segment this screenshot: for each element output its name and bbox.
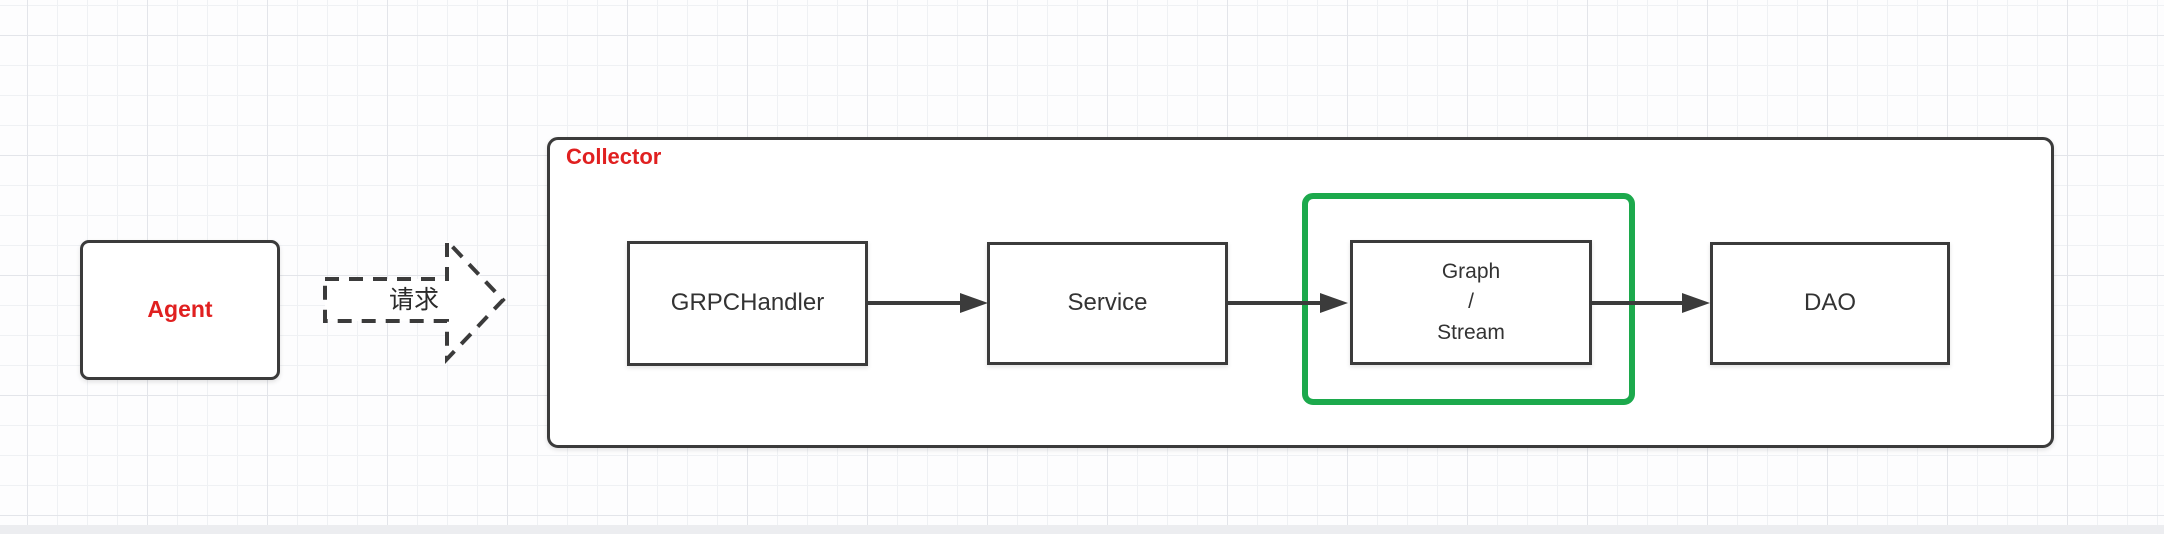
canvas-bottom-gutter	[0, 525, 2164, 534]
edge-request-block-arrow[interactable]	[323, 235, 506, 365]
node-service[interactable]: Service	[987, 242, 1228, 365]
node-agent-label: Agent	[147, 296, 213, 323]
edge-request-label: 请求	[388, 286, 439, 314]
edge-grpc-to-service[interactable]	[868, 293, 988, 313]
node-graph-stream-label: Graph / Stream	[1437, 259, 1505, 344]
node-dao[interactable]: DAO	[1710, 242, 1950, 365]
node-service-label: Service	[1067, 289, 1148, 317]
collector-label: Collector	[566, 144, 662, 169]
highlight-frame[interactable]	[1302, 193, 1635, 405]
node-grpc-handler[interactable]: GRPCHandler	[627, 241, 868, 366]
node-graph-stream[interactable]: Graph / Stream	[1350, 240, 1592, 365]
node-agent[interactable]: Agent	[80, 240, 280, 380]
arrowhead-icon	[960, 293, 988, 313]
node-dao-label: DAO	[1803, 289, 1856, 317]
arrowhead-icon	[1320, 293, 1348, 313]
arrowhead-icon	[1682, 293, 1710, 313]
edge-service-to-graph[interactable]	[1228, 293, 1348, 313]
node-grpc-handler-label: GRPCHandler	[670, 289, 825, 317]
edge-graph-to-dao[interactable]	[1592, 293, 1710, 313]
